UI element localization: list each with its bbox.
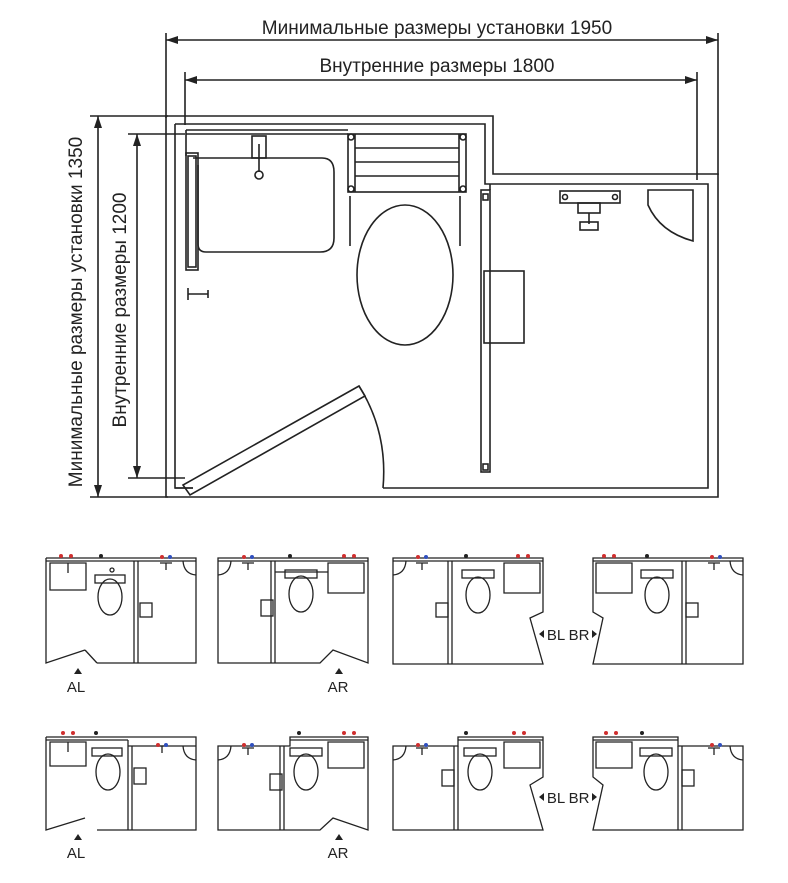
variants-row-2 bbox=[45, 731, 744, 840]
variant-label-bl-2: BL bbox=[547, 790, 565, 807]
outer-width-dimension bbox=[165, 33, 719, 175]
paper-holder bbox=[483, 270, 525, 344]
variant-ar-1 bbox=[217, 557, 369, 664]
main-floor-plan bbox=[90, 33, 719, 498]
inner-width-label: Внутренние размеры 1800 bbox=[320, 56, 555, 77]
inner-height-label: Внутренние размеры 1200 bbox=[110, 193, 131, 428]
outer-height-label: Минимальные размеры установки 1350 bbox=[66, 137, 87, 487]
outer-height-dimension bbox=[90, 115, 168, 498]
inner-width-dimension bbox=[184, 72, 698, 180]
washbasin bbox=[185, 129, 348, 271]
variant-label-ar-2: AR bbox=[328, 845, 349, 862]
corner-shelf bbox=[647, 189, 694, 243]
inner-height-dimension bbox=[128, 133, 185, 479]
variant-label-br-2: BR bbox=[569, 790, 590, 807]
variant-al-2 bbox=[45, 736, 197, 831]
variants-row-1 bbox=[45, 554, 744, 674]
variant-label-bl-1: BL bbox=[547, 627, 565, 644]
variant-label-br-1: BR bbox=[569, 627, 590, 644]
variant-bl-1 bbox=[392, 557, 544, 665]
variant-label-al-2: AL bbox=[67, 845, 85, 862]
partition-wall bbox=[480, 184, 491, 473]
door bbox=[181, 384, 385, 497]
variant-al-1 bbox=[45, 557, 197, 664]
variant-label-ar-1: AR bbox=[328, 679, 349, 696]
variant-ar-2 bbox=[217, 736, 369, 831]
variant-label-al-1: AL bbox=[67, 679, 85, 696]
shower-faucet bbox=[559, 190, 621, 231]
shower-hook bbox=[187, 288, 209, 300]
outer-width-label: Минимальные размеры установки 1950 bbox=[262, 18, 612, 39]
variant-bl-2 bbox=[392, 736, 544, 831]
outer-wall bbox=[165, 115, 719, 498]
variant-br-1 bbox=[592, 557, 744, 665]
towel-rail bbox=[347, 133, 467, 193]
inner-wall bbox=[174, 123, 709, 489]
variant-br-2 bbox=[592, 736, 744, 831]
toilet bbox=[349, 196, 461, 346]
